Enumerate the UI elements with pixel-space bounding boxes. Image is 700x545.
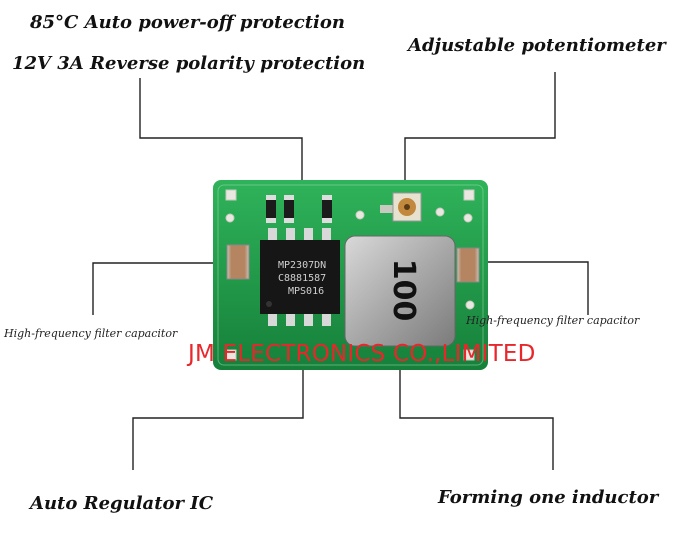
label-adjustable-potentiometer: Adjustable potentiometer bbox=[408, 35, 666, 56]
regulator-ic bbox=[260, 228, 340, 326]
label-auto-regulator-ic: Auto Regulator IC bbox=[30, 493, 214, 514]
ic-marking-1: MP2307DN bbox=[278, 260, 326, 271]
label-reverse-polarity-protection: 12V 3A Reverse polarity protection bbox=[12, 53, 366, 74]
capacitors bbox=[226, 244, 480, 283]
label-forming-inductor: Forming one inductor bbox=[438, 487, 659, 508]
label-filter-capacitor-left: High-frequency filter capacitor bbox=[4, 327, 178, 340]
inductor-marking: 100 bbox=[386, 259, 421, 322]
potentiometer bbox=[392, 192, 422, 222]
label-filter-capacitor-right: High-frequency filter capacitor bbox=[466, 314, 640, 327]
label-power-off-protection: 85°C Auto power-off protection bbox=[30, 12, 345, 33]
ic-marking-2: C8881587 bbox=[278, 273, 326, 284]
smd-parts bbox=[266, 195, 394, 223]
watermark-text: JM ELECTRONICS CO.,LIMITED bbox=[188, 341, 536, 367]
ic-marking-3: MPS016 bbox=[288, 286, 324, 297]
inductor bbox=[344, 235, 456, 347]
pads bbox=[225, 189, 475, 361]
